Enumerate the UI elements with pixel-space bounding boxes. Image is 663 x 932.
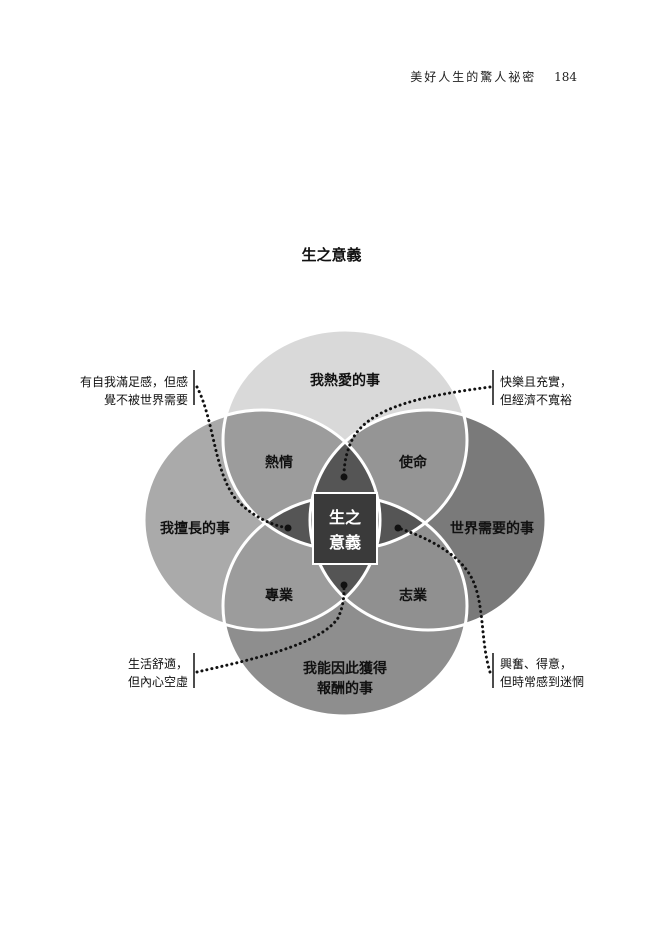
callout-top-left-line1: 有自我滿足感，但感 — [80, 374, 188, 389]
label-world-needs: 世界需要的事 — [450, 520, 534, 537]
connector-bottom-right — [396, 526, 492, 674]
label-mission: 使命 — [398, 454, 428, 471]
anchor-dot-profession — [340, 581, 348, 589]
anchor-dot-mission — [340, 473, 348, 481]
connector-bottom-left — [195, 583, 346, 674]
label-good-at: 我擅長的事 — [160, 520, 230, 537]
label-passion: 熱情 — [265, 454, 293, 471]
callout-bottom-left-line1: 生活舒適， — [128, 656, 188, 671]
callout-top-left-line2: 覺不被世界需要 — [104, 393, 188, 407]
label-paid-for-line1: 我能因此獲得 — [303, 660, 387, 677]
callout-bottom-right-line1: 興奮、得意， — [500, 656, 572, 671]
callout-bottom-right-line2: 但時常感到迷惘 — [500, 674, 584, 689]
diagram-title: 生之意義 — [301, 246, 362, 264]
center-label-line2: 意義 — [329, 533, 361, 552]
outline-good-at — [142, 408, 382, 632]
outline-world-needs — [308, 408, 548, 632]
label-love: 我熱愛的事 — [310, 372, 380, 389]
running-title: 美好人生的驚人祕密 — [410, 70, 537, 84]
label-vocation: 志業 — [399, 587, 428, 604]
center-label-line1: 生之 — [329, 508, 361, 527]
callout-bottom-left-line2: 但內心空虛 — [128, 675, 188, 689]
page-number: 184 — [554, 70, 577, 84]
running-header: 美好人生的驚人祕密 184 — [410, 68, 577, 85]
callout-top-right-line2: 但經濟不寬裕 — [500, 392, 572, 407]
anchor-dot-passion — [284, 524, 292, 532]
callout-top-right-line1: 快樂且充實， — [500, 374, 572, 389]
label-profession: 專業 — [265, 587, 294, 604]
connector-top-right — [342, 385, 492, 479]
connector-top-left — [195, 385, 290, 530]
label-paid-for-line2: 報酬的事 — [317, 680, 373, 697]
center-box — [312, 492, 378, 565]
anchor-dot-vocation — [394, 524, 402, 532]
